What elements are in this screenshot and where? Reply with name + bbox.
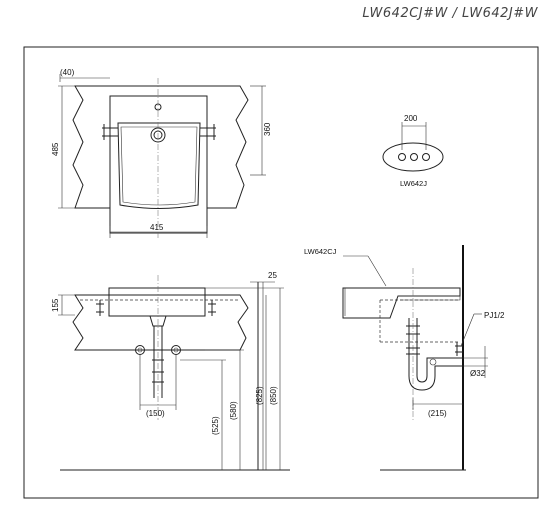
dim-width: 415	[150, 223, 164, 232]
dim-depth: (215)	[428, 409, 447, 418]
faucet-model-label: LW642J	[400, 179, 427, 188]
valve-right-icon	[171, 345, 181, 355]
front-view: 25 155 (150) (525) (580) (825) (850)	[51, 271, 290, 471]
dim-deck-height: 155	[51, 298, 60, 312]
dim-height-850: (850)	[269, 386, 278, 405]
drawing-title: LW642CJ#W / LW642J#W	[362, 6, 538, 21]
dim-drain-diameter: Ø32	[470, 369, 486, 378]
dim-wall-thickness: 25	[268, 271, 277, 280]
bowl-outline	[117, 122, 201, 209]
pipe-label: PJ1/2	[484, 311, 505, 320]
counter-slab-outline	[72, 294, 249, 351]
drawing-frame	[23, 46, 539, 499]
side-model-label: LW642CJ	[304, 247, 337, 256]
faucet-hole-right-icon	[422, 153, 430, 161]
faucet-detail-view: 200 LW642J	[382, 114, 444, 188]
dim-trap-offset: (150)	[146, 409, 165, 418]
dim-height-580: (580)	[229, 401, 238, 420]
p-trap-pipe	[408, 340, 463, 391]
faucet-hole-left-icon	[398, 153, 406, 161]
side-valve-icon	[455, 342, 463, 356]
bracket-icons	[102, 124, 216, 140]
dim-offset: (40)	[60, 68, 75, 77]
top-view: (40) 485 360 415	[51, 68, 272, 238]
faucet-hole-center-icon	[410, 153, 418, 161]
dim-faucet-spacing: 200	[404, 114, 418, 123]
front-bracket-icons	[96, 300, 216, 316]
dim-overall-height: 485	[51, 142, 60, 156]
valve-left-icon	[135, 345, 145, 355]
drain-pipe	[153, 326, 163, 398]
dim-height-525: (525)	[211, 416, 220, 435]
side-basin-outline	[342, 287, 461, 319]
counter-outline	[72, 85, 249, 209]
side-view: LW642CJ PJ1/2 Ø32 (215)	[304, 245, 505, 471]
dim-right-height: 360	[263, 122, 272, 136]
basin-front-outline	[108, 287, 206, 317]
dim-height-825: (825)	[255, 386, 264, 405]
faucet-plate-outline	[382, 142, 444, 172]
